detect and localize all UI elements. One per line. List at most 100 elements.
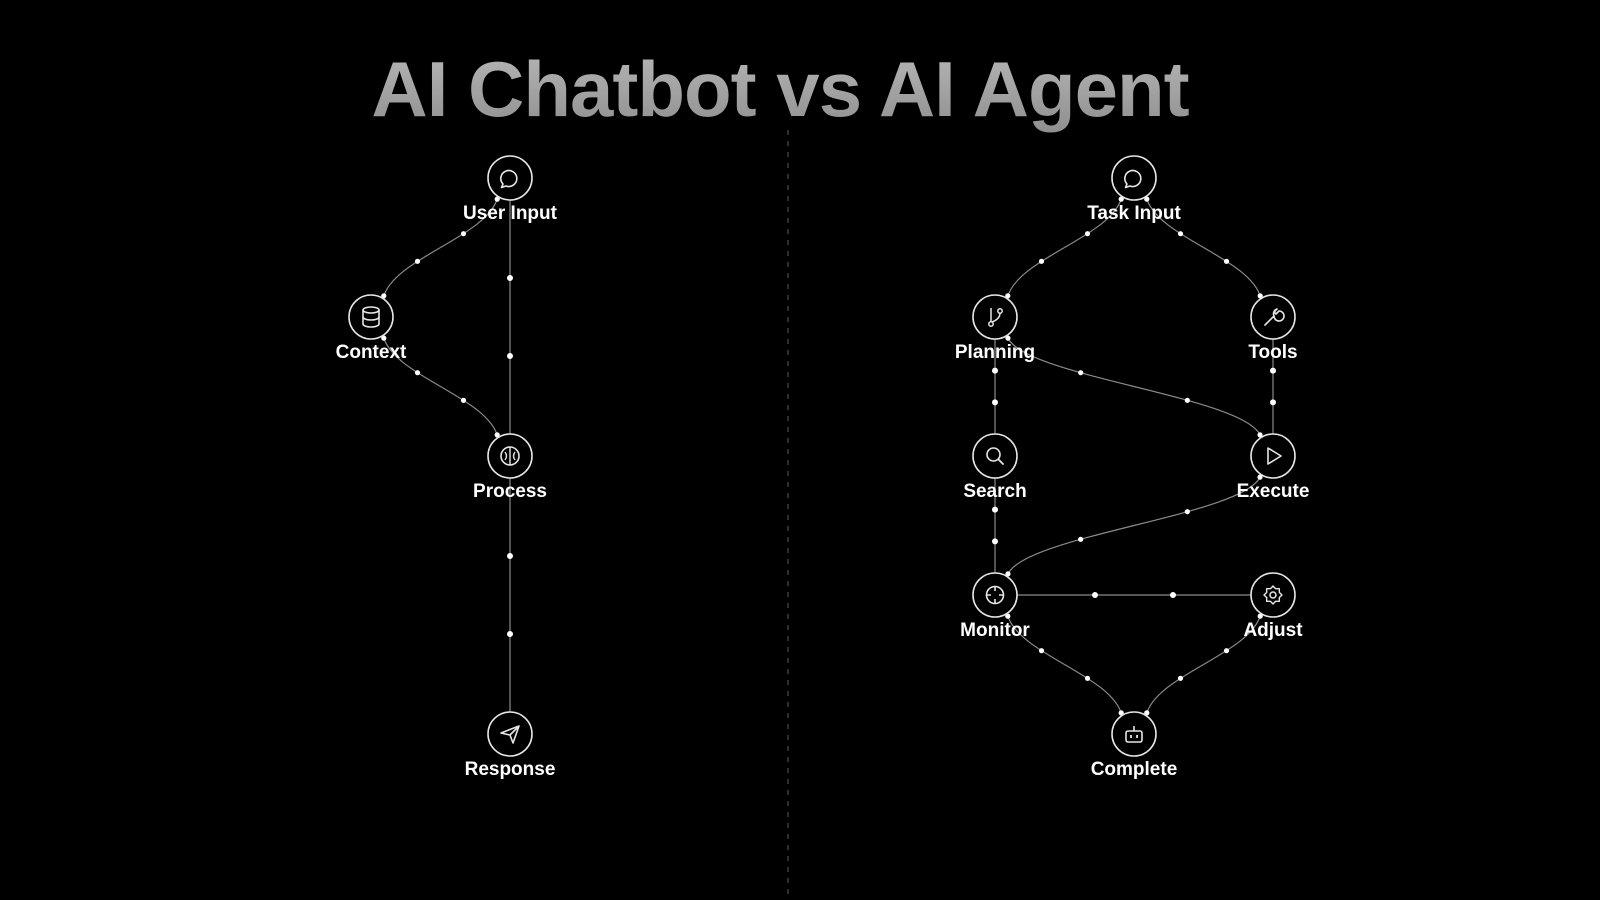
edge-dot xyxy=(1005,613,1011,619)
node-label: Execute xyxy=(1237,481,1310,502)
play-icon xyxy=(1267,447,1282,465)
edge-dot xyxy=(494,196,500,202)
edge-dot xyxy=(1084,675,1091,681)
edge-adjust-to-complete xyxy=(1144,613,1263,716)
edge-user-input-to-process xyxy=(507,200,513,434)
node-circle xyxy=(1250,433,1296,479)
node-circle xyxy=(348,294,394,340)
node-circle xyxy=(972,294,1018,340)
node-circle xyxy=(972,572,1018,618)
edge-dot xyxy=(1257,474,1263,480)
edge-dot xyxy=(1144,196,1150,202)
edge-dot xyxy=(1223,648,1230,654)
chatbot-edges xyxy=(381,196,513,712)
crosshair-icon xyxy=(985,585,1005,605)
edge-line xyxy=(1145,196,1262,299)
edge-dot xyxy=(1257,293,1263,299)
edge-dot xyxy=(507,553,513,559)
node-tools: Tools xyxy=(1248,294,1298,363)
edge-dot xyxy=(1078,536,1084,542)
edge-tools-to-execute xyxy=(1270,339,1276,434)
node-label: Search xyxy=(963,481,1026,502)
edge-task-input-to-planning xyxy=(1005,196,1124,299)
send-icon xyxy=(500,725,520,744)
edge-dot xyxy=(1038,258,1045,264)
edge-monitor-to-complete xyxy=(1005,613,1124,716)
edge-dot xyxy=(1270,399,1276,406)
node-task-input: Task Input xyxy=(1087,155,1181,224)
git-branch-icon xyxy=(988,308,1003,327)
edge-dot xyxy=(1223,258,1230,264)
edge-dot xyxy=(381,335,387,341)
edge-dot xyxy=(992,506,998,513)
edge-planning-to-search xyxy=(992,339,998,434)
edge-dot xyxy=(992,367,998,374)
node-user-input: User Input xyxy=(463,155,558,224)
bot-icon xyxy=(1125,726,1143,743)
edge-execute-to-monitor xyxy=(1005,474,1263,577)
edge-dot xyxy=(494,432,500,438)
node-adjust: Adjust xyxy=(1243,572,1303,641)
node-circle xyxy=(1250,572,1296,618)
edge-dot xyxy=(1118,196,1124,202)
edge-dot xyxy=(1177,675,1184,681)
node-label: Complete xyxy=(1091,759,1178,780)
node-label: Task Input xyxy=(1087,203,1181,224)
node-circle xyxy=(1111,711,1157,757)
edge-dot xyxy=(1177,231,1184,237)
edge-line xyxy=(382,335,499,438)
edge-dot xyxy=(1005,571,1011,577)
edge-dot xyxy=(1118,710,1124,716)
edge-line xyxy=(1006,474,1262,577)
edge-dot xyxy=(381,293,387,299)
brain-icon xyxy=(500,446,520,466)
node-label: Planning xyxy=(955,342,1035,363)
node-planning: Planning xyxy=(955,294,1035,363)
edge-line xyxy=(1006,613,1123,716)
node-label: Monitor xyxy=(960,620,1030,641)
edge-line xyxy=(1006,196,1123,299)
chat-bubble-icon xyxy=(500,169,518,189)
edge-process-to-response xyxy=(507,478,513,712)
edge-dot xyxy=(460,231,467,237)
edge-dot xyxy=(1257,613,1263,619)
edge-monitor-to-adjust xyxy=(1017,592,1251,598)
edge-dot xyxy=(1038,648,1045,654)
chat-bubble-icon xyxy=(1124,169,1142,189)
page-title: AI Chatbot vs AI Agent xyxy=(0,44,1560,135)
node-circle xyxy=(487,155,533,201)
node-label: Adjust xyxy=(1243,620,1303,641)
node-monitor: Monitor xyxy=(960,572,1030,641)
search-icon xyxy=(986,447,1004,465)
edge-dot xyxy=(1170,592,1176,598)
node-label: Tools xyxy=(1248,342,1297,363)
agent-edges xyxy=(992,196,1276,716)
edge-search-to-monitor xyxy=(992,478,998,573)
node-context: Context xyxy=(336,294,407,363)
edge-dot xyxy=(1184,397,1190,403)
edge-dot xyxy=(507,275,513,281)
node-complete: Complete xyxy=(1091,711,1178,780)
edge-dot xyxy=(1092,592,1098,598)
edge-line xyxy=(382,196,499,299)
gear-icon xyxy=(1263,585,1283,605)
edge-dot xyxy=(460,397,467,403)
node-process: Process xyxy=(473,433,547,502)
edge-line xyxy=(1145,613,1262,716)
wrench-icon xyxy=(1264,308,1285,326)
node-execute: Execute xyxy=(1237,433,1310,502)
node-circle xyxy=(972,433,1018,479)
edge-dot xyxy=(992,538,998,545)
edge-dot xyxy=(1005,335,1011,341)
edge-dot xyxy=(1144,710,1150,716)
node-search: Search xyxy=(963,433,1027,502)
node-label: User Input xyxy=(463,203,558,224)
edge-user-input-to-context xyxy=(381,196,500,299)
edge-dot xyxy=(507,353,513,359)
edge-dot xyxy=(414,258,421,264)
edge-dot xyxy=(1084,231,1091,237)
edge-dot xyxy=(507,631,513,637)
